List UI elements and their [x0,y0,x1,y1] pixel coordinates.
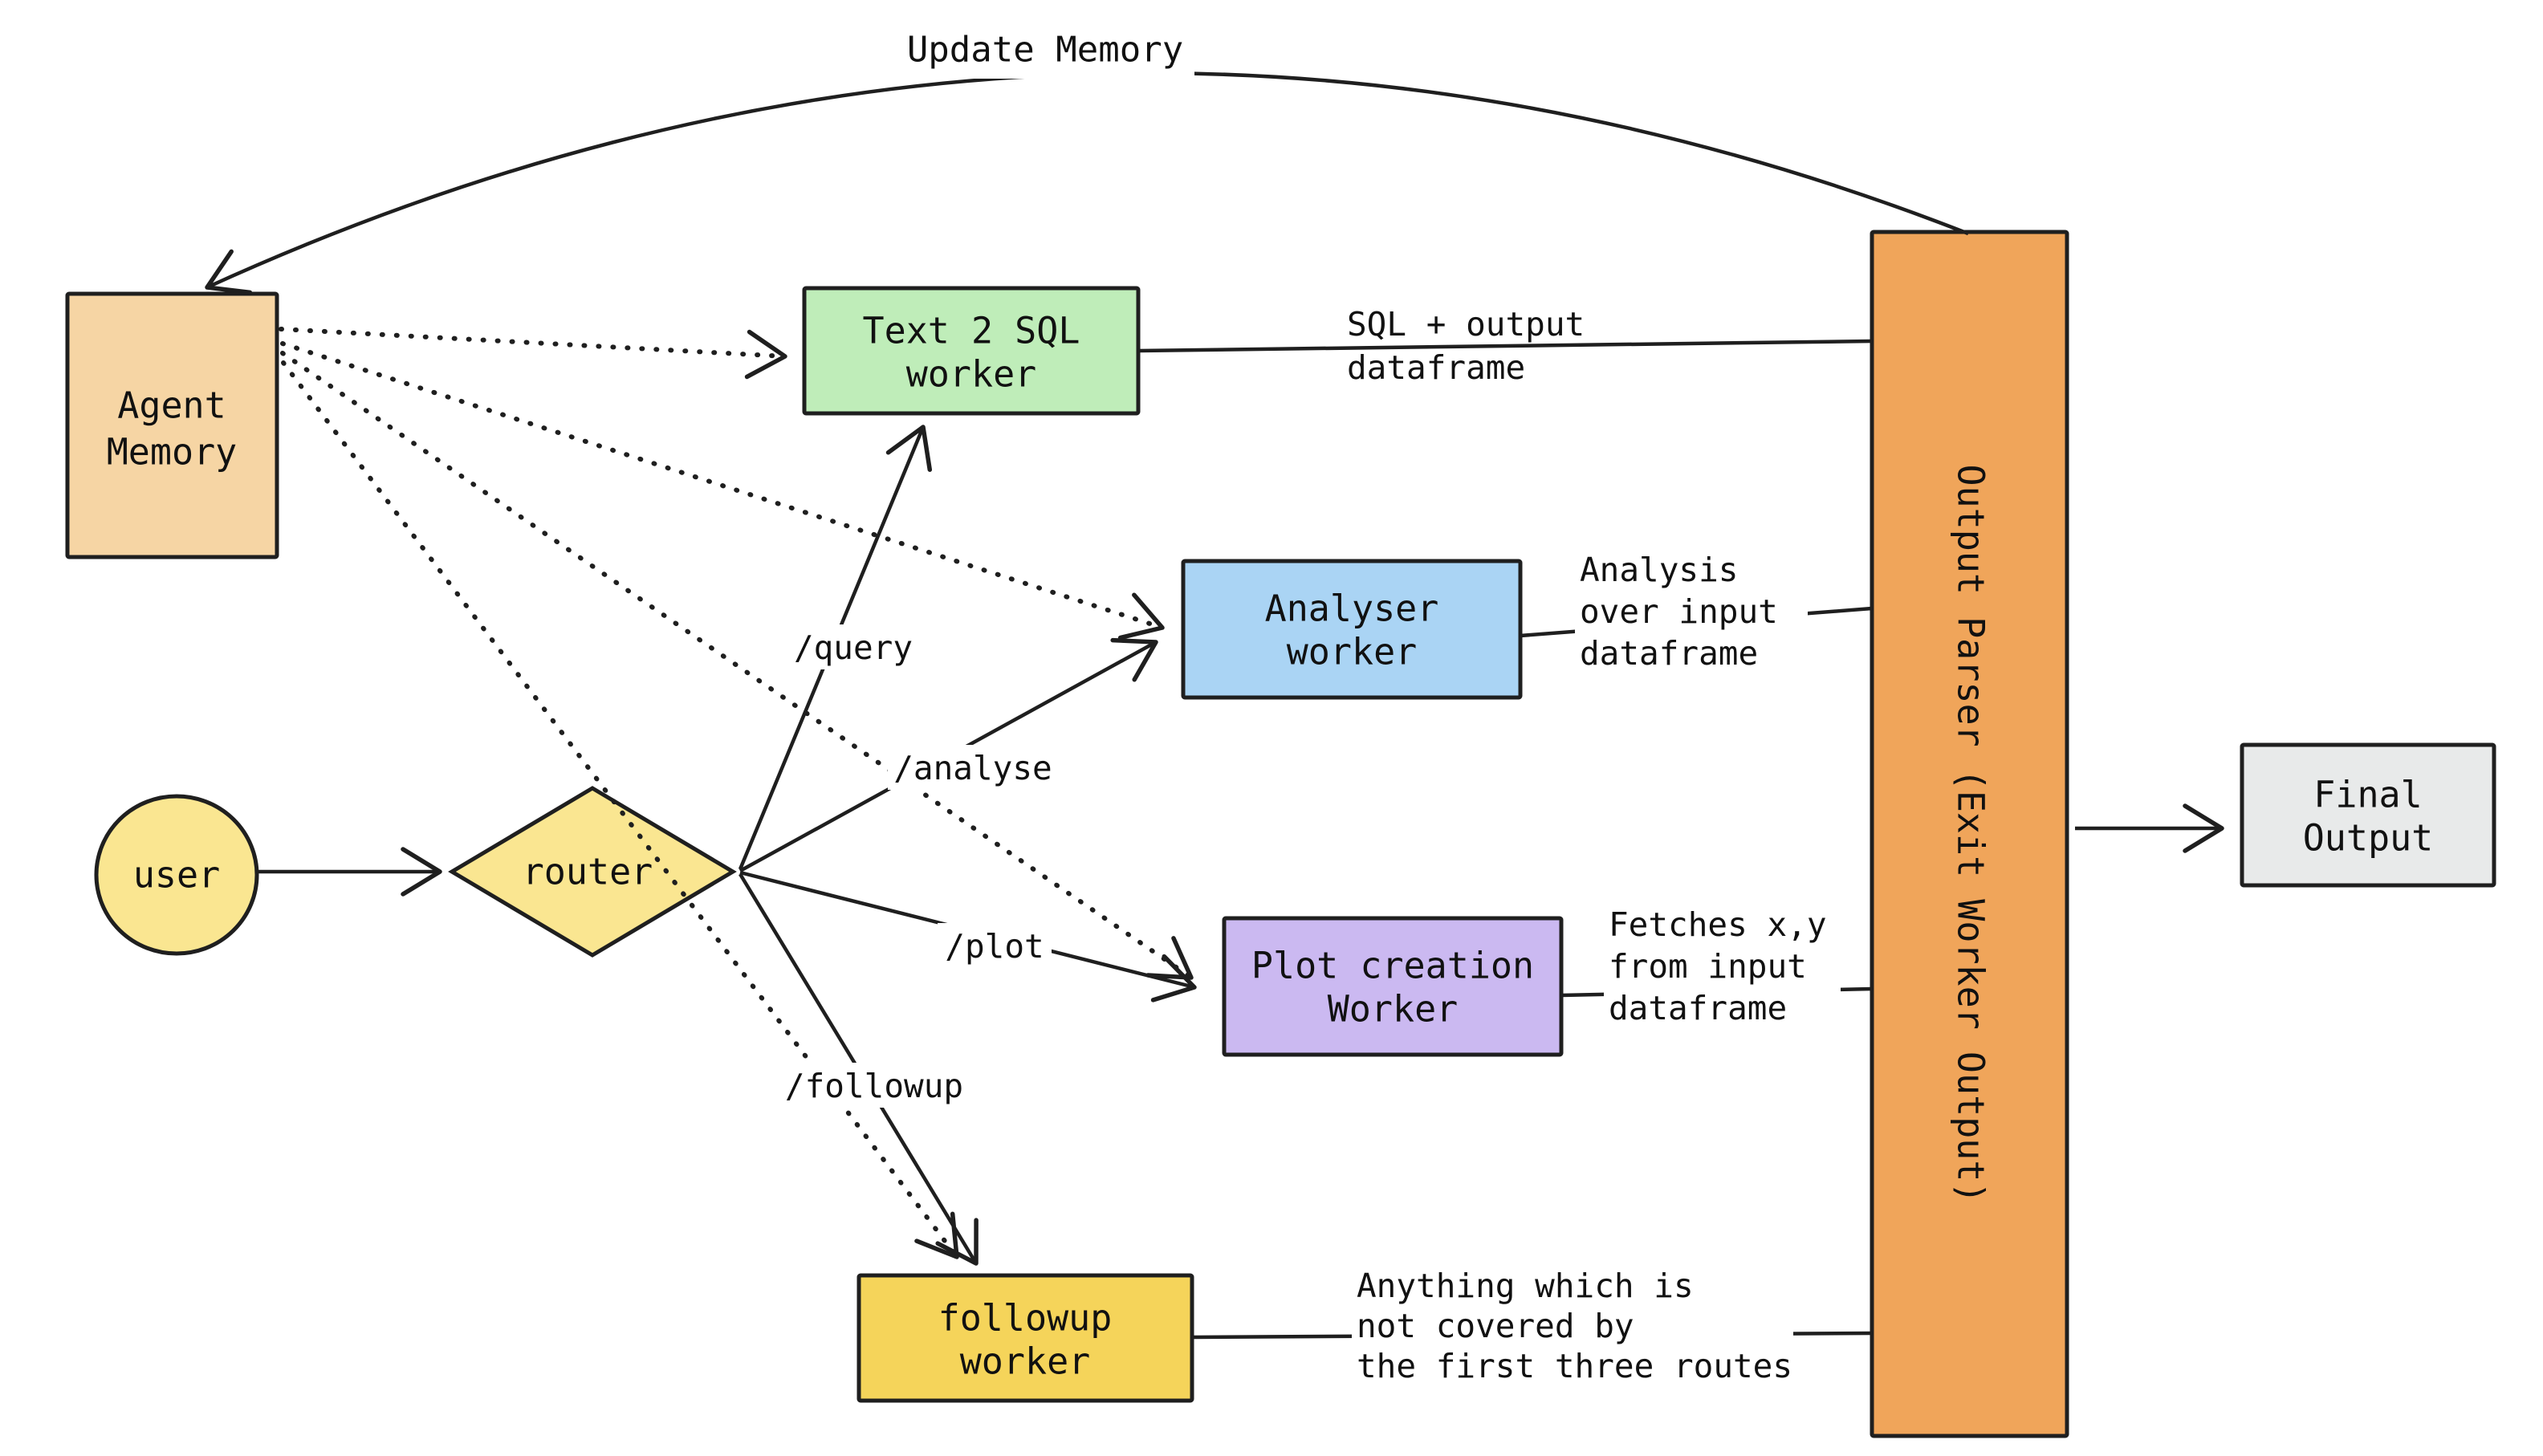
route-query-label-text: /query [794,628,913,667]
user-ellipse [94,794,259,956]
followup-box [856,1273,1194,1403]
sql-output-label-line1: SQL + output [1347,305,1585,344]
route-plot-label: /plot [938,923,1052,968]
fallback-label-line1: Anything which is [1357,1267,1694,1305]
plot-worker-label-line1: Plot creation [1251,945,1534,987]
final-output-label-line1: Final [2313,774,2422,816]
edge-memory-to-analyser-dotted [280,341,1165,641]
edge-memory-to-plot-dotted [280,351,1194,980]
plot-worker-label-line2: Worker [1328,988,1459,1031]
route-followup-label-text: /followup [785,1067,963,1105]
fallback-label-line2: not covered by [1357,1307,1634,1345]
edge-labels-layer: Update Memory /query /analyse /plot /fol… [779,18,1841,1387]
output-parser-box [1870,230,2069,1438]
analyser-box [1181,559,1523,700]
analysis-label-line3: dataframe [1580,634,1758,673]
route-query-label-bg [780,624,929,669]
node-final-output: Final Output [2240,742,2496,888]
fallback-label-line3: the first three routes [1357,1347,1792,1385]
node-followup-worker: followup worker [856,1273,1194,1403]
update-memory-label: Update Memory [897,18,1194,79]
route-query-label: /query [780,624,929,669]
agent-memory-box [65,291,279,559]
analysis-label-line2: over input [1580,592,1778,631]
fetches-label-line2: from input [1609,947,1807,986]
followup-label-line1: followup [938,1297,1113,1340]
fetches-label-line1: Fetches x,y [1609,905,1827,944]
update-memory-label-bg [897,18,1194,79]
sql-output-label: SQL + output dataframe [1347,305,1585,387]
fetches-label-line3: dataframe [1609,989,1787,1027]
node-plot-worker: Plot creation Worker [1222,916,1564,1057]
route-followup-label-bg [779,1063,970,1108]
node-analyser-worker: Analyser worker [1181,559,1523,700]
user-label: user [133,854,220,897]
plot-worker-box [1222,916,1564,1057]
node-user: user [94,794,259,956]
update-memory-label-text: Update Memory [907,30,1183,71]
text2sql-label-line2: worker [906,353,1037,396]
analyser-label-line1: Analyser [1265,588,1439,630]
final-output-label-line2: Output [2303,817,2434,860]
nodes-layer: Agent Memory user router Text 2 SQL work… [65,230,2496,1438]
fallback-label: Anything which is not covered by the fir… [1352,1267,1793,1387]
agent-memory-label-line1: Agent [117,384,226,427]
node-agent-memory: Agent Memory [65,291,279,559]
node-output-parser: Output Parser (Exit Worker Output) [1870,230,2069,1438]
fetches-label-bg [1604,905,1841,1027]
sql-output-label-line2: dataframe [1347,348,1525,387]
route-plot-label-bg [938,923,1052,968]
agent-memory-label-line2: Memory [107,431,238,474]
router-diamond [448,786,737,958]
followup-label-line2: worker [960,1340,1091,1383]
edge-update-memory [205,71,1969,295]
route-analyse-label-bg [888,745,1058,790]
route-plot-label-text: /plot [945,927,1044,966]
node-router: router [448,786,737,958]
analysis-label-bg [1575,551,1808,676]
edge-memory-to-text2sql-dotted [279,327,787,380]
output-parser-label: Output Parser (Exit Worker Output) [1950,464,1992,1203]
edge-memory-to-followup-dotted [281,360,959,1259]
fetches-label: Fetches x,y from input dataframe [1604,905,1841,1027]
final-output-box [2240,742,2496,888]
text2sql-label-line1: Text 2 SQL [863,310,1080,352]
edge-text2sql-to-parser [1137,339,1873,353]
route-analyse-label-text: /analyse [893,749,1052,787]
route-analyse-label: /analyse [888,745,1058,790]
node-text2sql-worker: Text 2 SQL worker [802,286,1141,416]
router-label: router [523,851,653,893]
analysis-label: Analysis over input dataframe [1575,551,1808,676]
analysis-label-line1: Analysis [1580,551,1738,589]
analyser-label-line2: worker [1287,631,1418,673]
fallback-label-bg [1352,1267,1793,1387]
route-followup-label: /followup [779,1063,970,1108]
